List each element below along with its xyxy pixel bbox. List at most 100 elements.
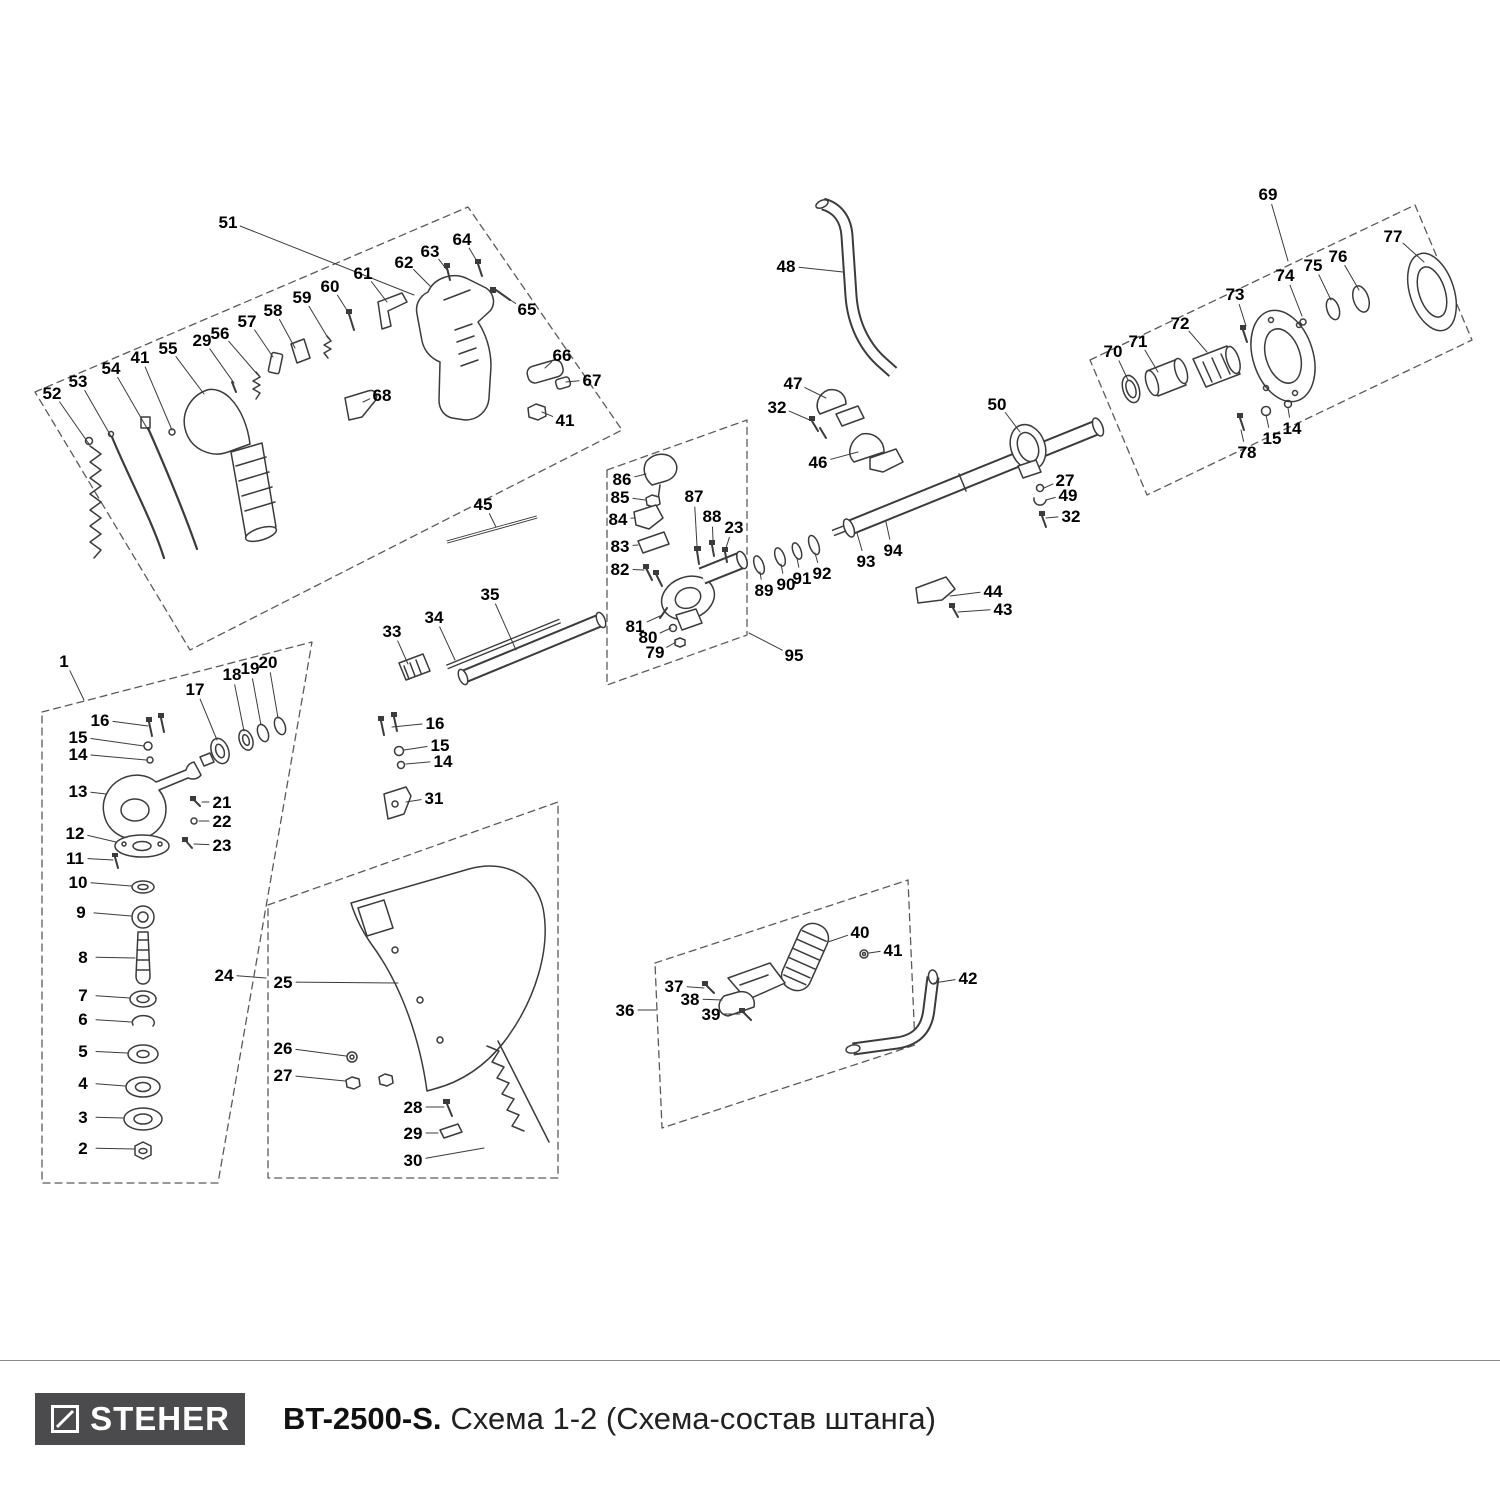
- part-label-20: 20: [259, 653, 278, 672]
- washer: [393, 745, 405, 757]
- leader-line-90: [780, 563, 784, 574]
- clutch-drum-bore: [1416, 266, 1448, 318]
- clutch-drum: [1406, 252, 1458, 332]
- part-label-5: 5: [78, 1042, 87, 1061]
- leader-line-94: [885, 521, 891, 540]
- tube-end: [927, 969, 939, 985]
- leader-line-34: [439, 626, 456, 661]
- leader-line-37: [686, 986, 705, 989]
- screw: [148, 721, 153, 737]
- part-labels: 5163646261605958575629554154535265666768…: [43, 185, 1425, 1170]
- washer-bore: [349, 1054, 355, 1060]
- leader-line-69: [1271, 204, 1289, 262]
- leader-line-1: [69, 670, 85, 701]
- leader-line-65: [505, 296, 517, 304]
- washer-bore: [241, 733, 251, 747]
- gear-bore: [137, 911, 149, 923]
- grip-rib: [783, 974, 807, 986]
- part-label-13: 13: [69, 782, 88, 801]
- leader-line-24: [236, 975, 267, 979]
- part-label-32: 32: [768, 398, 787, 417]
- leader-line-2: [95, 1147, 135, 1150]
- leader-line-49: [1045, 496, 1056, 501]
- grip-assembly-box: [654, 879, 916, 1129]
- leader-line-68: [362, 398, 371, 403]
- screw: [1041, 515, 1047, 528]
- part-label-88: 88: [703, 507, 722, 526]
- grip-rib: [801, 929, 827, 943]
- leader-line-77: [1402, 242, 1425, 263]
- part-label-40: 40: [851, 923, 870, 942]
- part-label-68: 68: [373, 386, 392, 405]
- leader-line-16: [112, 720, 149, 727]
- part-label-45: 45: [474, 495, 493, 514]
- leader-line-52: [59, 401, 90, 445]
- bracket-line: [739, 974, 769, 986]
- part-label-16: 16: [426, 714, 445, 733]
- screw-head: [709, 540, 715, 545]
- handlebar-tube: [852, 976, 940, 1056]
- screw-head: [346, 309, 352, 314]
- nut: [859, 949, 869, 959]
- sleeve-end: [1173, 357, 1189, 385]
- leader-line-20: [269, 672, 279, 719]
- part-label-3: 3: [78, 1108, 87, 1127]
- leader-line-78: [1240, 429, 1245, 442]
- leader-line-61: [370, 281, 388, 303]
- latch-plate: [290, 338, 311, 364]
- joint-assembly-parts: [633, 453, 821, 648]
- leader-line-80: [659, 627, 672, 634]
- steher-logo: STEHER: [35, 1393, 245, 1445]
- screw-head: [475, 259, 481, 264]
- part-label-73: 73: [1226, 285, 1245, 304]
- handle-detail: [443, 289, 471, 301]
- circlip: [131, 1014, 156, 1027]
- gear-head-housing: [102, 761, 202, 840]
- clamp-lower-half: [849, 432, 885, 463]
- bellows-drawing: [230, 442, 277, 538]
- screw-head: [443, 1099, 450, 1104]
- spring-drawing: [89, 445, 102, 559]
- screw: [645, 567, 653, 581]
- flange-disc: [114, 834, 170, 858]
- holder-disc: [127, 1044, 159, 1064]
- guard-parts: [345, 865, 550, 1143]
- leader-line-27: [1043, 483, 1054, 489]
- coupler-rib: [415, 659, 422, 674]
- leader-line-93: [856, 532, 863, 551]
- mount-bracket-parts: [378, 712, 412, 820]
- leader-line-46: [830, 451, 859, 460]
- part-label-19: 19: [241, 659, 260, 678]
- screw: [655, 573, 663, 587]
- guard-hole: [416, 996, 424, 1004]
- bolt-hole: [121, 841, 127, 847]
- part-label-86: 86: [613, 470, 632, 489]
- part-label-14: 14: [434, 752, 453, 771]
- leader-line-4: [95, 1083, 126, 1087]
- part-label-54: 54: [102, 359, 121, 378]
- handle-vent: [456, 335, 475, 343]
- part-label-55: 55: [159, 339, 178, 358]
- screw-head: [190, 796, 196, 801]
- leader-line-64: [468, 247, 479, 264]
- guard-hole: [391, 946, 399, 954]
- hex-nut: [378, 1073, 394, 1087]
- gearhead-parts: [102, 713, 287, 1160]
- grip-body: [780, 922, 830, 992]
- leader-line-60: [336, 294, 351, 316]
- grip-rib: [796, 938, 824, 952]
- leader-line-40: [827, 934, 849, 943]
- leader-line-14: [1287, 407, 1290, 418]
- part-label-64: 64: [453, 230, 472, 249]
- screw: [952, 607, 959, 618]
- leader-line-17: [199, 698, 218, 741]
- part-label-30: 30: [404, 1151, 423, 1170]
- upper-clamps-parts: [809, 197, 1047, 618]
- screw-head: [949, 603, 955, 608]
- leader-line-58: [279, 319, 296, 349]
- leader-line-91: [796, 557, 800, 568]
- bellows-cap: [244, 525, 278, 543]
- clutch-assembly-parts: [1121, 252, 1458, 431]
- screw: [114, 856, 119, 869]
